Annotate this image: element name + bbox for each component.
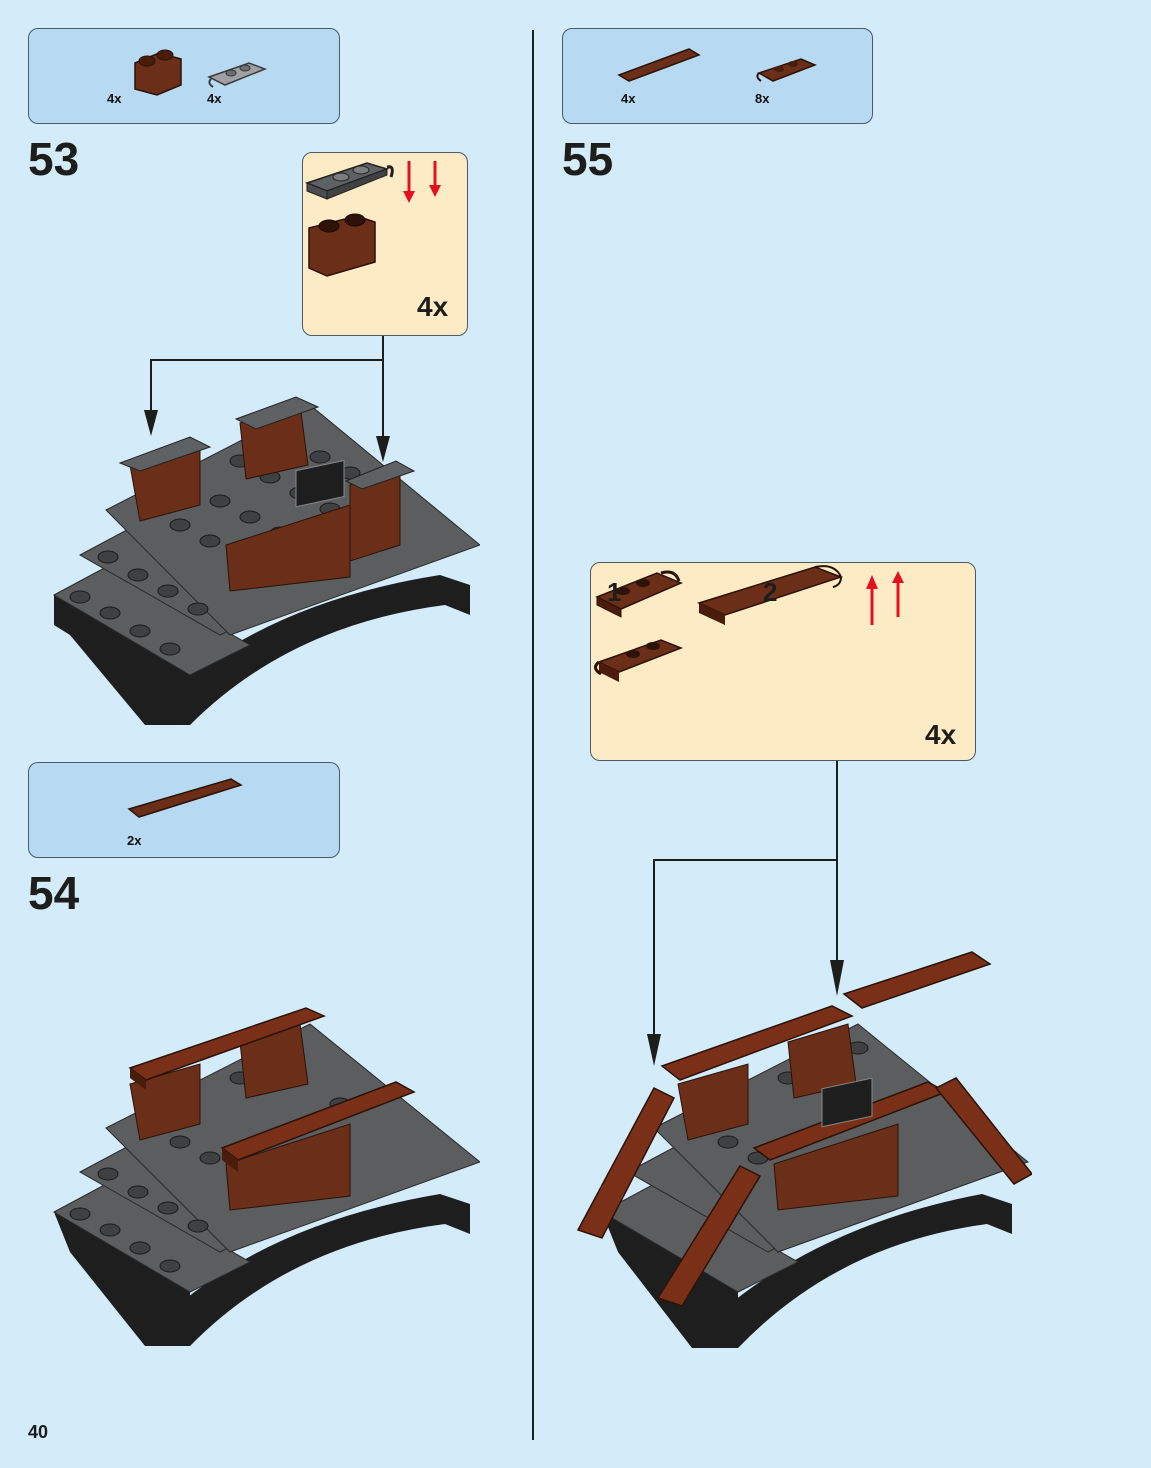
bridge-model-step-55 [562, 948, 1032, 1352]
bridge-model-step-53 [50, 385, 480, 730]
brown-tile-1x6-icon [125, 775, 245, 825]
column-divider [532, 30, 534, 1440]
step-number: 54 [28, 866, 79, 920]
page-number: 40 [28, 1422, 48, 1443]
brown-plate-clip-icon [753, 51, 823, 91]
step-number: 55 [562, 132, 613, 186]
red-arrow-icon [860, 571, 910, 627]
parts-list-step-55: 4x 8x [562, 28, 873, 124]
brown-plate-clip-icon [591, 632, 691, 692]
parts-list-step-54: 2x [28, 762, 340, 858]
brown-tile-1x4-icon [615, 45, 705, 89]
parts-qty: 4x [621, 91, 635, 106]
parts-qty: 8x [755, 91, 769, 106]
sub-step-number: 2 [763, 577, 777, 608]
bridge-model-step-54 [50, 1000, 480, 1350]
multiplier-label: 4x [925, 719, 956, 751]
brown-plate-clip-icon [591, 563, 691, 627]
sub-step-number: 1 [607, 577, 621, 608]
sub-assembly-callout: 1 2 4x [590, 562, 976, 761]
parts-qty: 2x [127, 833, 141, 848]
